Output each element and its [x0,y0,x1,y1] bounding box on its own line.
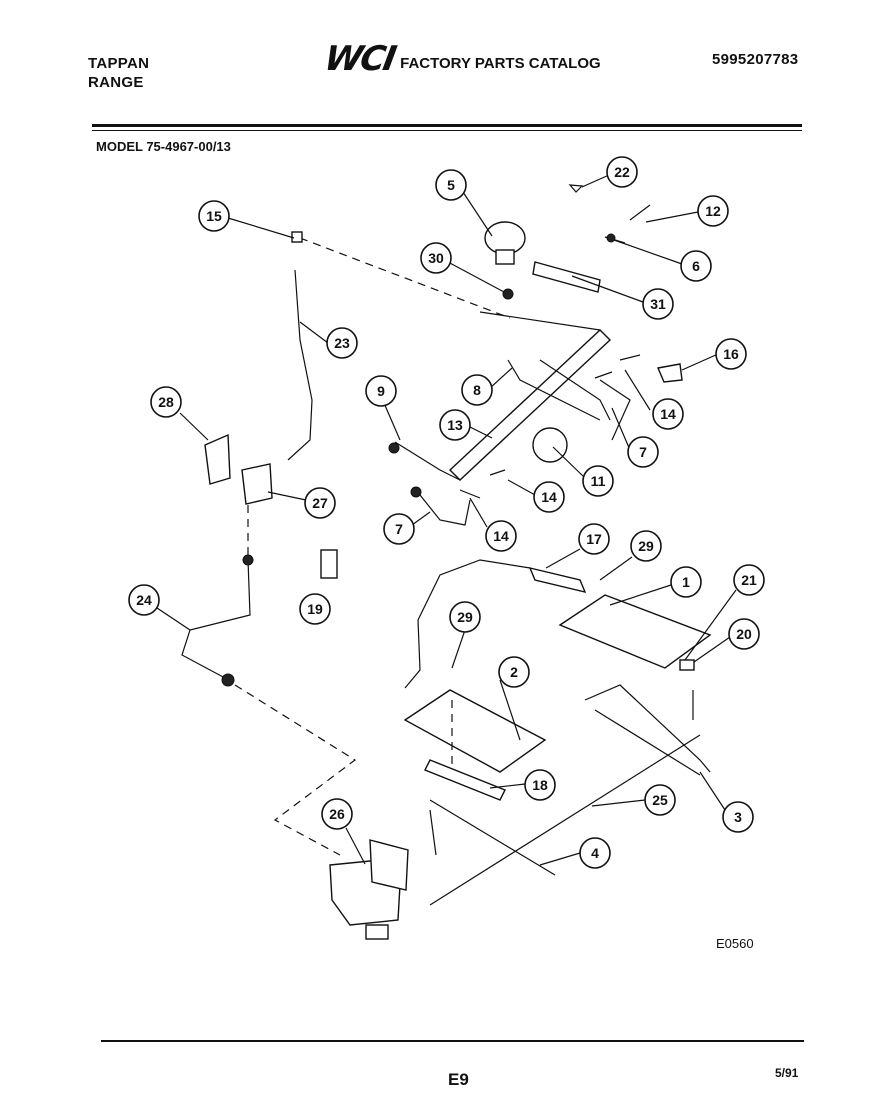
callout-label: 6 [692,258,700,274]
callout-label: 28 [158,394,174,410]
callout-14a: 14 [652,398,684,430]
callout-label: 4 [591,845,599,861]
callout-label: 11 [591,473,606,489]
callout-label: 24 [136,592,152,608]
brand-name: TAPPAN [88,55,150,72]
callout-label: 3 [734,809,742,825]
callout-label: 20 [736,626,752,642]
callout-22: 22 [606,156,638,188]
parts-linework [181,184,712,940]
footer-rule [101,1040,804,1042]
callout-label: 14 [660,406,676,422]
callout-11: 11 [582,465,614,497]
callout-12: 12 [697,195,729,227]
callout-label: 27 [312,495,328,511]
callout-6: 6 [680,250,712,282]
drawing-code: E0560 [716,936,754,951]
callout-14c: 14 [485,520,517,552]
callout-28: 28 [150,386,182,418]
callout-14b: 14 [533,481,565,513]
callout-17: 17 [578,523,610,555]
callout-label: 5 [447,177,455,193]
callout-24: 24 [128,584,160,616]
catalog-title: FACTORY PARTS CATALOG [400,55,601,72]
callout-23: 23 [326,327,358,359]
callout-1: 1 [670,566,702,598]
callout-15: 15 [198,200,230,232]
leader-lines [156,174,737,866]
callout-label: 1 [682,574,690,590]
callout-4: 4 [579,837,611,869]
callout-9: 9 [365,375,397,407]
callout-label: 8 [473,382,481,398]
callout-label: 22 [614,164,630,180]
header-rule-thin [92,130,802,131]
page-number: E9 [448,1070,469,1089]
callout-label: 9 [377,383,385,399]
callout-label: 17 [586,531,602,547]
header-rule [92,124,802,127]
callout-5: 5 [435,169,467,201]
callout-label: 29 [457,609,473,625]
callout-label: 30 [428,250,444,266]
callout-26: 26 [321,798,353,830]
callout-label: 12 [705,203,721,219]
callout-7a: 7 [627,436,659,468]
callout-label: 29 [638,538,654,554]
callout-label: 15 [206,208,222,224]
callout-8: 8 [461,374,493,406]
callout-31: 31 [642,288,674,320]
callout-30: 30 [420,242,452,274]
callout-label: 19 [307,601,323,617]
callout-label: 23 [334,335,350,351]
callout-18: 18 [524,769,556,801]
model-number: MODEL 75-4967-00/13 [96,139,231,154]
callout-13: 13 [439,409,471,441]
callout-label: 26 [329,806,345,822]
callout-label: 25 [652,792,668,808]
callout-16: 16 [715,338,747,370]
callout-label: 14 [493,528,509,544]
catalog-number: 5995207783 [712,51,799,68]
callout-3: 3 [722,801,754,833]
exploded-parts-diagram: 1 2 3 4 5 6 7 7 8 9 11 12 13 14 14 14 15… [128,156,765,940]
callout-label: 13 [447,417,463,433]
callout-19: 19 [299,593,331,625]
product-type: RANGE [88,74,144,91]
callout-label: 21 [741,572,757,588]
callout-27: 27 [304,487,336,519]
callout-label: 7 [639,444,647,460]
callout-label: 7 [395,521,403,537]
callout-label: 31 [650,296,666,312]
callout-label: 18 [532,777,548,793]
brand-block: TAPPAN RANGE [88,54,149,92]
callout-label: 16 [723,346,739,362]
callout-29b: 29 [449,601,481,633]
catalog-heading: WCI FACTORY PARTS CATALOG [321,39,601,79]
callout-21: 21 [733,564,765,596]
callout-2: 2 [498,656,530,688]
revision-date: 5/91 [775,1066,799,1080]
callout-25: 25 [644,784,676,816]
callout-7b: 7 [383,513,415,545]
wci-logo: WCI [321,39,398,79]
callout-group: 1 2 3 4 5 6 7 7 8 9 11 12 13 14 14 14 15… [128,156,765,869]
callout-20: 20 [728,618,760,650]
callout-29a: 29 [630,530,662,562]
callout-label: 14 [541,489,557,505]
callout-label: 2 [510,664,518,680]
